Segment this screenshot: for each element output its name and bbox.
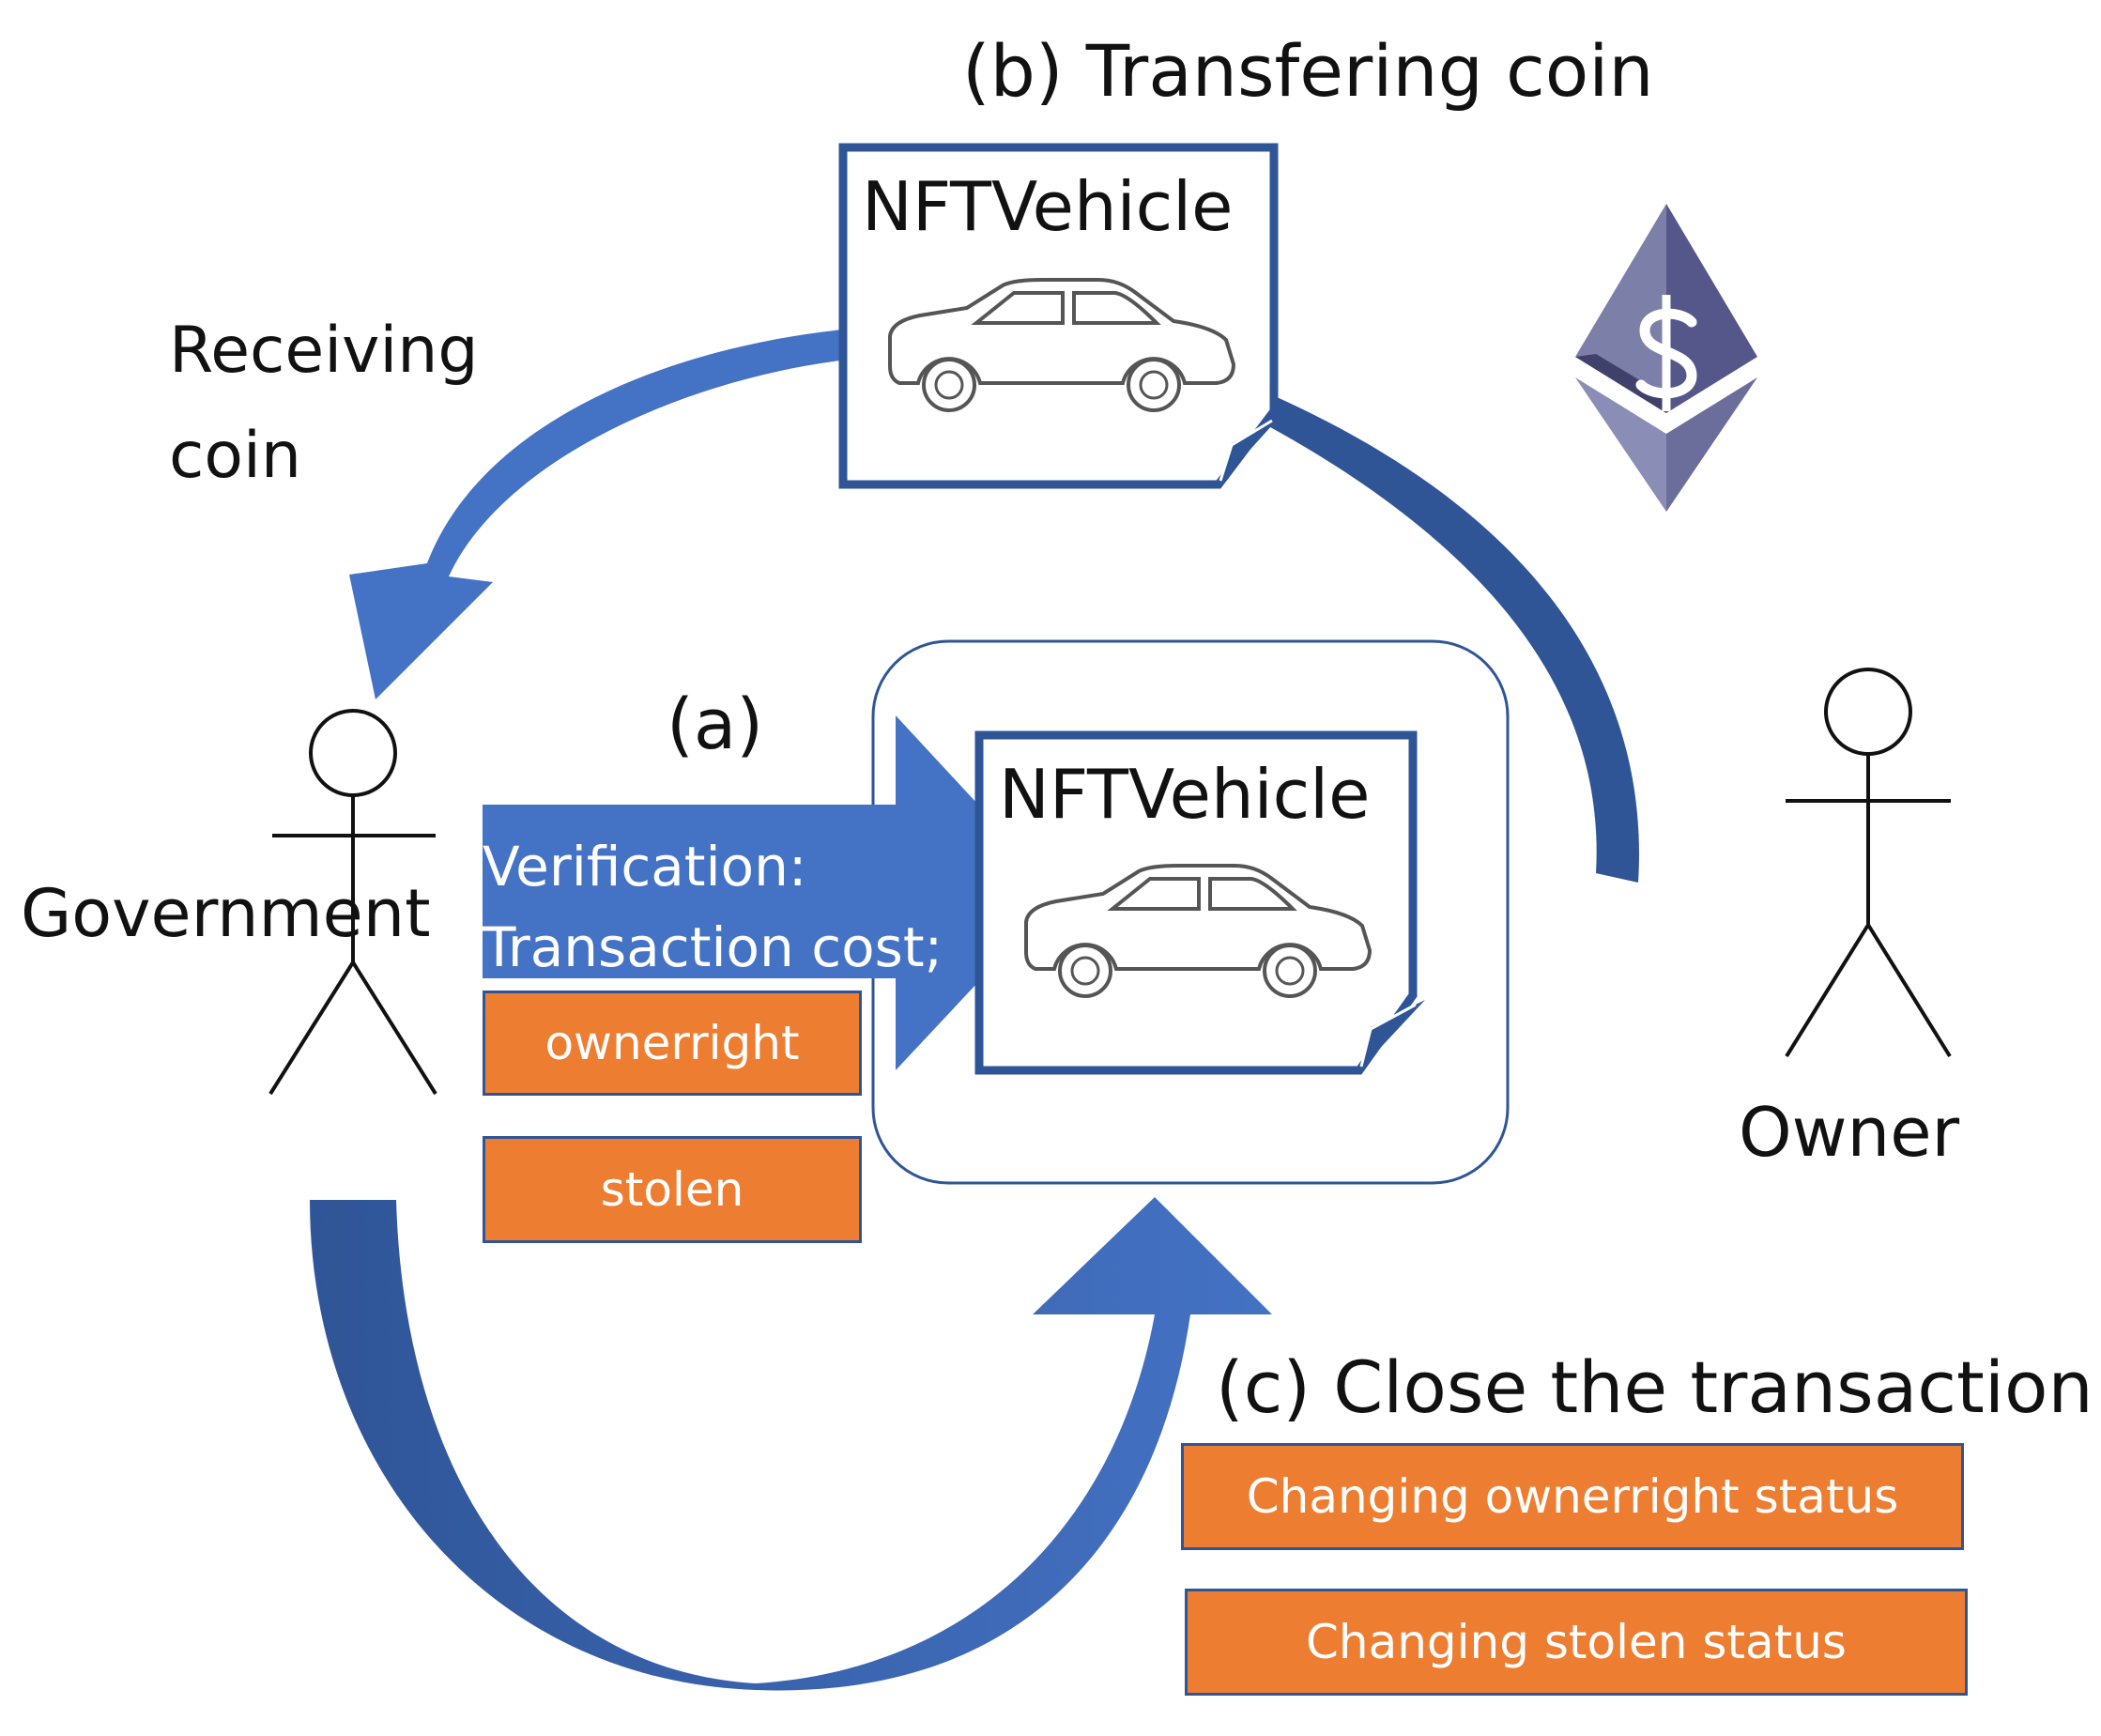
transfering-coin-arrow xyxy=(1230,380,1639,883)
tag-changing-stolen-label: Changing stolen status xyxy=(1305,1615,1847,1669)
verification-arrow xyxy=(483,715,1061,1070)
tag-stolen-label: stolen xyxy=(600,1162,744,1217)
verification-text: Verification: Transaction cost; xyxy=(483,826,943,988)
label-receiving-coin: Receiving coin xyxy=(169,314,479,493)
tag-changing-ownerright: Changing ownerright status xyxy=(1181,1443,1964,1550)
tag-changing-stolen: Changing stolen status xyxy=(1185,1589,1968,1696)
nft-card-middle-title: NFTVehicle xyxy=(999,755,1371,834)
label-owner: Owner xyxy=(1739,1093,1960,1172)
title-verification-step: (a) xyxy=(667,684,764,765)
close-transaction-arrow xyxy=(310,1197,1272,1691)
tag-ownerright-label: ownerright xyxy=(544,1016,800,1070)
title-close-transaction: (c) Close the transaction: xyxy=(1216,1345,2101,1429)
nft-card-top-title: NFTVehicle xyxy=(862,167,1234,246)
owner-figure xyxy=(1785,668,1952,1058)
title-transfering-coin: (b) Transfering coin xyxy=(962,29,1654,113)
tag-ownerright: ownerright xyxy=(483,991,862,1096)
verification-line-2: Transaction cost; xyxy=(483,915,943,979)
tag-stolen: stolen xyxy=(483,1136,862,1243)
label-government: Government xyxy=(21,875,431,952)
tag-changing-ownerright-label: Changing ownerright status xyxy=(1246,1469,1899,1524)
government-figure xyxy=(268,709,437,1096)
verification-line-1: Verification: xyxy=(483,835,807,899)
ethereum-dollar-icon xyxy=(1575,204,1757,512)
receiving-coin-arrow xyxy=(349,327,878,699)
